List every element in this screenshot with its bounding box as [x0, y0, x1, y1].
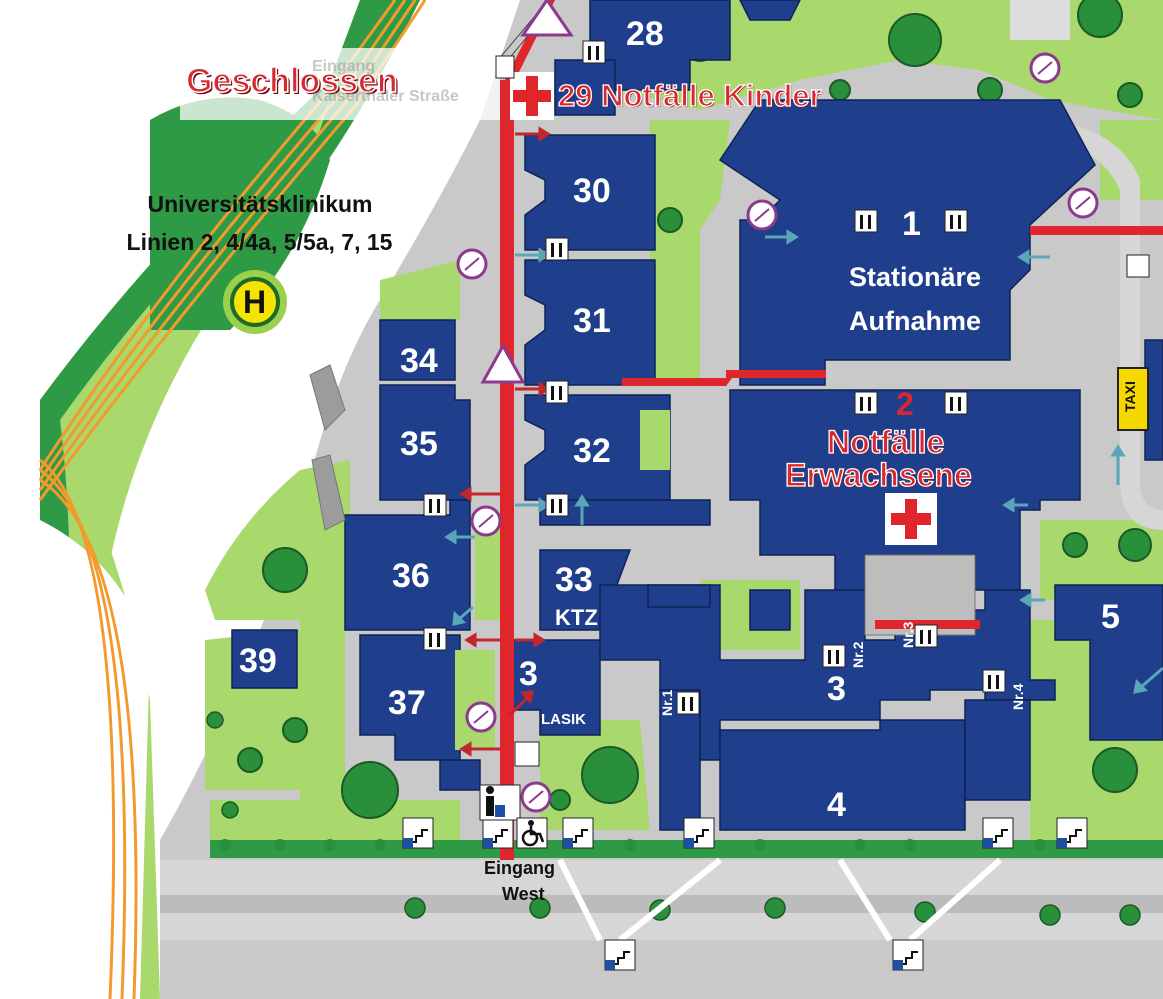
emergency-adults-line2: Erwachsene — [784, 456, 972, 493]
admission-label-line2: Aufnahme — [848, 306, 981, 336]
warning-icon — [480, 0, 574, 384]
faded-street-label: Kaiserthaler Straße — [312, 88, 459, 105]
west-entrance-line2: West — [502, 884, 545, 904]
building-32-number: 32 — [573, 432, 611, 470]
station-name: Universitätsklinikum — [147, 191, 373, 217]
emergency-children-label: 29 Notfälle Kinder — [557, 77, 822, 113]
building-37-number: 37 — [388, 684, 426, 722]
building-35-number: 35 — [400, 425, 438, 463]
taxi-label: TAXI — [1122, 381, 1138, 412]
building-3-number: 3 — [827, 670, 846, 708]
entrance-nr4-label: Nr.4 — [1010, 683, 1026, 710]
taxi-stand — [1117, 367, 1149, 431]
building-30-number: 30 — [573, 172, 611, 210]
lasik-label: LASIK — [541, 711, 586, 728]
closed-label: Geschlossen — [185, 61, 398, 101]
emergency-adults-line1: Notfälle — [826, 423, 945, 460]
building-34-number: 34 — [400, 342, 438, 380]
tram-stop-letter: H — [243, 284, 267, 320]
red-cross-icon — [510, 72, 554, 120]
entrance-nr1-label: Nr.1 — [659, 689, 675, 716]
tram-lines — [38, 0, 427, 999]
tram-stop-icon[interactable] — [223, 270, 287, 334]
emergency-route — [500, 80, 1163, 860]
faded-entrance-label: Eingang — [312, 58, 376, 75]
station-lines: Linien 2, 4/4a, 5/5a, 7, 15 — [126, 229, 393, 255]
building-33-number: 33 — [555, 561, 593, 599]
parking-icon — [403, 805, 1067, 970]
building-36-number: 36 — [392, 557, 430, 595]
building-2-number: 2 — [896, 386, 914, 422]
ktz-label: KTZ — [555, 605, 598, 630]
red-cross-icon — [885, 493, 937, 545]
admission-label-line1: Stationäre — [848, 262, 982, 292]
building-31-number: 31 — [573, 302, 611, 340]
building-1-number: 1 — [902, 205, 921, 243]
entrance-nr3-label: Nr.3 — [900, 621, 916, 648]
wheelchair-icon — [516, 817, 548, 849]
entrance-nr2-label: Nr.2 — [850, 641, 866, 668]
building-28-number: 28 — [626, 15, 664, 53]
building-39-number: 39 — [239, 642, 277, 680]
building-4-number: 4 — [827, 786, 846, 824]
building-3-west-number: 3 — [519, 655, 538, 693]
building-5-number: 5 — [1101, 598, 1120, 636]
west-entrance-line1: Eingang — [484, 858, 555, 878]
